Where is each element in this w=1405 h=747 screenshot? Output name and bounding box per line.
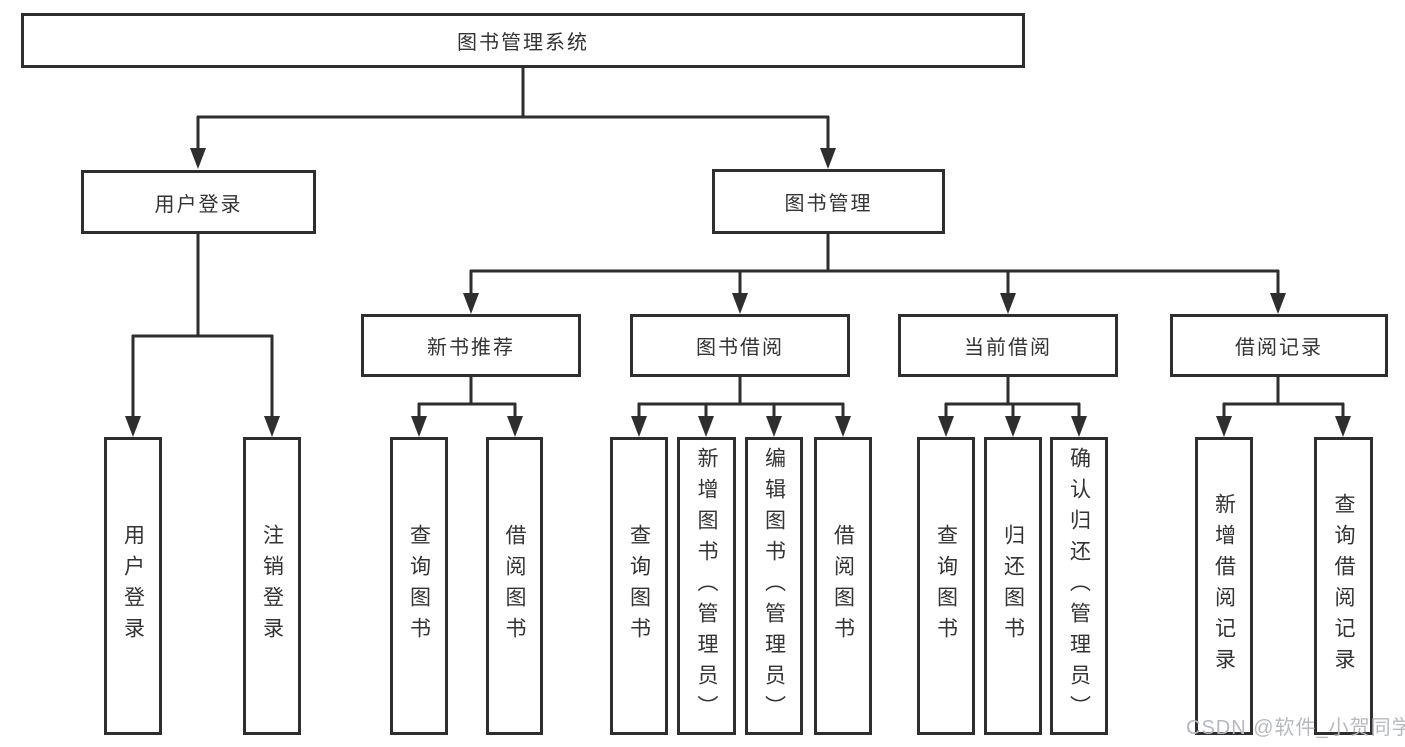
leaf-label: 确认归还（管理员） bbox=[1067, 446, 1091, 726]
leaf-label: 查询借阅记录 bbox=[1332, 493, 1355, 679]
leaf-label: 新增图书（管理员） bbox=[695, 446, 718, 726]
watermark: CSDN @软件_小贺同学 bbox=[1186, 717, 1405, 739]
leaf-label: 注销登录 bbox=[260, 524, 284, 648]
leaf-label: 用户登录 bbox=[121, 524, 145, 648]
leaf-label: 借阅图书 bbox=[503, 524, 526, 648]
node-root-system: 图书管理系统 bbox=[21, 13, 1025, 68]
leaf-edit-books-admin: 编辑图书（管理员） bbox=[745, 437, 803, 735]
node-new-book-recommend: 新书推荐 bbox=[361, 314, 581, 377]
leaf-label: 查询图书 bbox=[934, 524, 958, 648]
leaf-label: 查询图书 bbox=[407, 524, 431, 648]
leaf-confirm-return-admin: 确认归还（管理员） bbox=[1050, 437, 1108, 735]
node-book-management: 图书管理 bbox=[712, 169, 945, 234]
node-current-borrow: 当前借阅 bbox=[898, 314, 1118, 377]
node-book-borrow: 图书借阅 bbox=[630, 314, 850, 377]
leaf-user-login: 用户登录 bbox=[104, 437, 162, 735]
leaf-logout: 注销登录 bbox=[243, 437, 301, 735]
leaf-query-books-recommend: 查询图书 bbox=[390, 437, 448, 735]
leaf-label: 查询图书 bbox=[627, 524, 651, 648]
leaf-label: 归还图书 bbox=[1001, 524, 1025, 648]
node-user-login-branch: 用户登录 bbox=[81, 170, 316, 234]
leaf-query-borrow-record: 查询借阅记录 bbox=[1314, 437, 1373, 735]
leaf-add-books-admin: 新增图书（管理员） bbox=[677, 437, 736, 735]
leaf-query-books-borrow: 查询图书 bbox=[610, 437, 668, 735]
leaf-label: 借阅图书 bbox=[831, 524, 855, 648]
leaf-label: 新增借阅记录 bbox=[1212, 493, 1236, 679]
leaf-borrow-books: 借阅图书 bbox=[814, 437, 872, 735]
leaf-label: 编辑图书（管理员） bbox=[762, 446, 786, 726]
arrowhead-icons bbox=[125, 148, 1351, 437]
leaf-add-borrow-record: 新增借阅记录 bbox=[1195, 437, 1253, 735]
leaf-borrow-books-recommend: 借阅图书 bbox=[486, 437, 543, 735]
leaf-query-books-current: 查询图书 bbox=[917, 437, 975, 735]
leaf-return-books: 归还图书 bbox=[984, 437, 1042, 735]
node-borrow-records: 借阅记录 bbox=[1170, 314, 1388, 377]
